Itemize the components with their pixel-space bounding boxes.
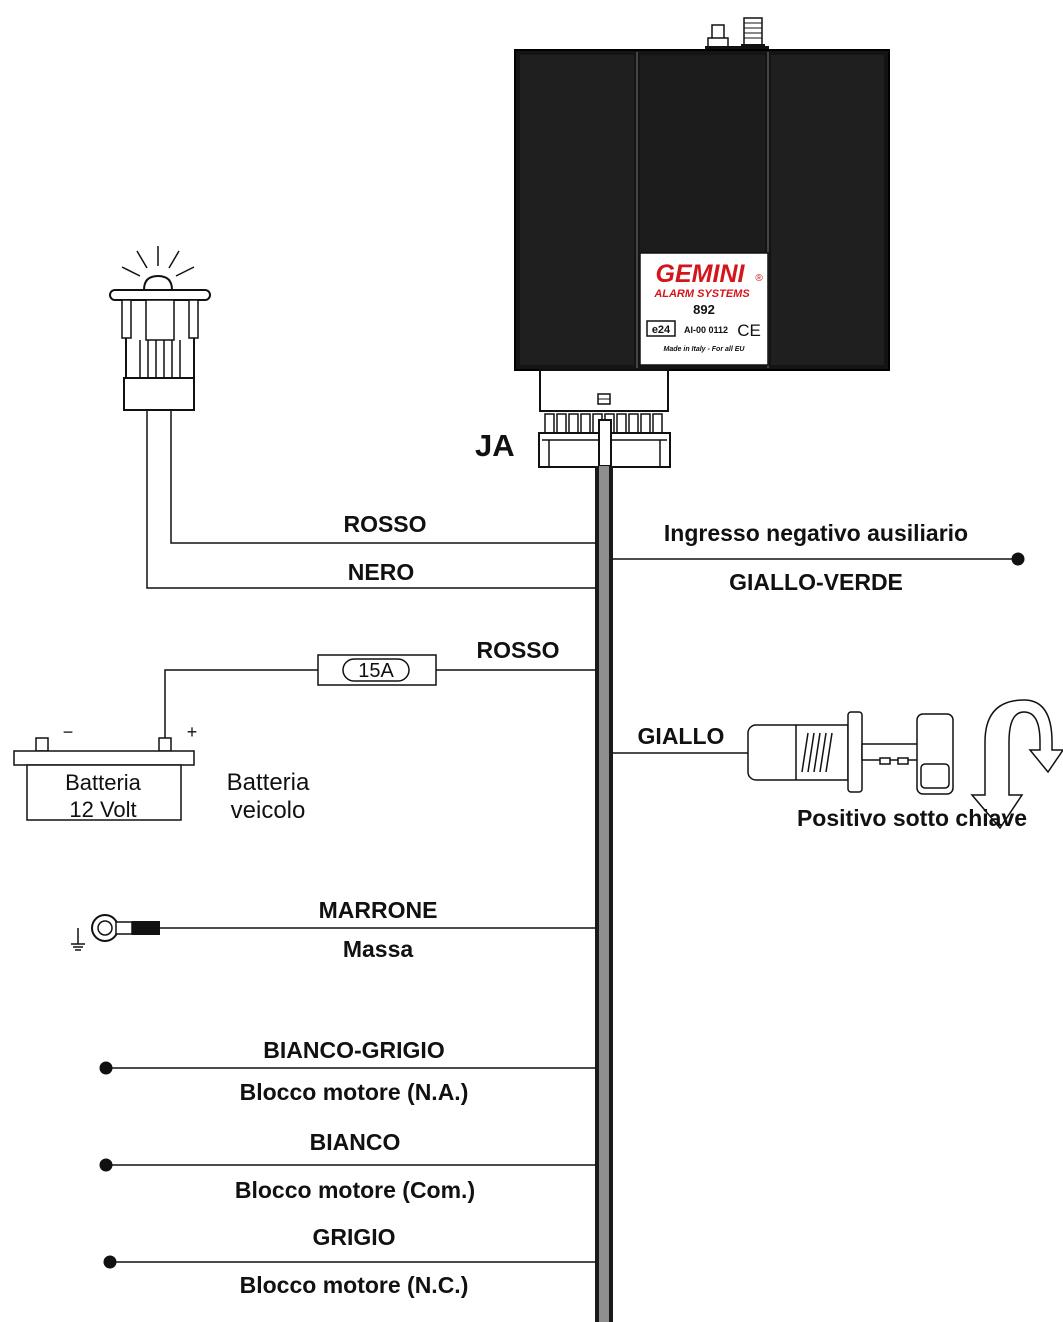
immob-nc-color: GRIGIO — [312, 1224, 395, 1250]
immob-na-line — [99, 1061, 596, 1075]
aux-input-color: GIALLO-VERDE — [729, 569, 903, 595]
connector-pin — [580, 413, 591, 436]
connector-pin — [640, 413, 651, 436]
brand-subtitle: ALARM SYSTEMS — [653, 288, 750, 300]
main-harness — [595, 466, 613, 1322]
antenna-connector-icon — [705, 17, 769, 50]
immob-nc-desc: Blocco motore (N.C.) — [240, 1272, 469, 1298]
connector-pin — [628, 413, 639, 436]
aux-input-desc: Ingresso negativo ausiliario — [664, 520, 968, 546]
immob-nc-line — [103, 1255, 596, 1269]
aux-input-terminal — [1011, 552, 1025, 566]
immob-com-desc: Blocco motore (Com.) — [235, 1177, 475, 1203]
battery-red-wire-label: ROSSO — [476, 637, 559, 663]
ignition-switch-icon — [747, 699, 1063, 830]
approval-code: AI-00 0112 — [684, 325, 728, 335]
battery-box-line1: Batteria — [65, 770, 142, 795]
immob-com-color: BIANCO — [310, 1129, 401, 1155]
ground-color-label: MARRONE — [319, 897, 438, 923]
led-indicator-icon — [109, 246, 211, 411]
connector-pin — [556, 413, 567, 436]
led-wires — [146, 410, 596, 589]
immob-na-color: BIANCO-GRIGIO — [263, 1037, 444, 1063]
alarm-unit: GEMINI ® ALARM SYSTEMS 892 e24 AI-00 011… — [514, 17, 890, 412]
product-label: GEMINI ® ALARM SYSTEMS 892 e24 AI-00 011… — [639, 252, 769, 366]
approval-mark: e24 — [652, 324, 671, 336]
model-number: 892 — [693, 302, 715, 317]
battery-side-line1: Batteria — [227, 769, 310, 796]
connector-pin — [568, 413, 579, 436]
connector-label: JA — [475, 428, 515, 463]
fuse-rating: 15A — [358, 660, 394, 682]
led-black-wire-label: NERO — [348, 559, 414, 585]
ignition-color-label: GIALLO — [638, 723, 725, 749]
origin-text: Made in Italy - For all EU — [664, 346, 746, 353]
ground-icon — [71, 914, 160, 951]
battery-side-line2: veicolo — [231, 797, 306, 824]
fuse-icon: 15A — [317, 654, 437, 686]
battery-plus: + — [187, 722, 198, 742]
ce-mark: CE — [737, 321, 761, 340]
connector-pin — [616, 413, 627, 436]
battery-wire — [164, 669, 596, 738]
ground-desc: Massa — [343, 936, 414, 962]
immob-na-desc: Blocco motore (N.A.) — [240, 1079, 469, 1105]
ja-connector — [538, 413, 671, 468]
battery-icon: − + Batteria 12 Volt — [13, 722, 198, 822]
battery-minus: − — [63, 722, 74, 742]
ignition-desc: Positivo sotto chiave — [797, 805, 1027, 831]
battery-box-line2: 12 Volt — [69, 797, 136, 822]
led-red-wire-label: ROSSO — [343, 511, 426, 537]
connector-pin — [544, 413, 555, 436]
connector-pin — [652, 413, 663, 436]
registered-mark: ® — [755, 273, 763, 284]
immob-com-line — [99, 1158, 596, 1172]
brand-logo: GEMINI — [656, 260, 746, 288]
